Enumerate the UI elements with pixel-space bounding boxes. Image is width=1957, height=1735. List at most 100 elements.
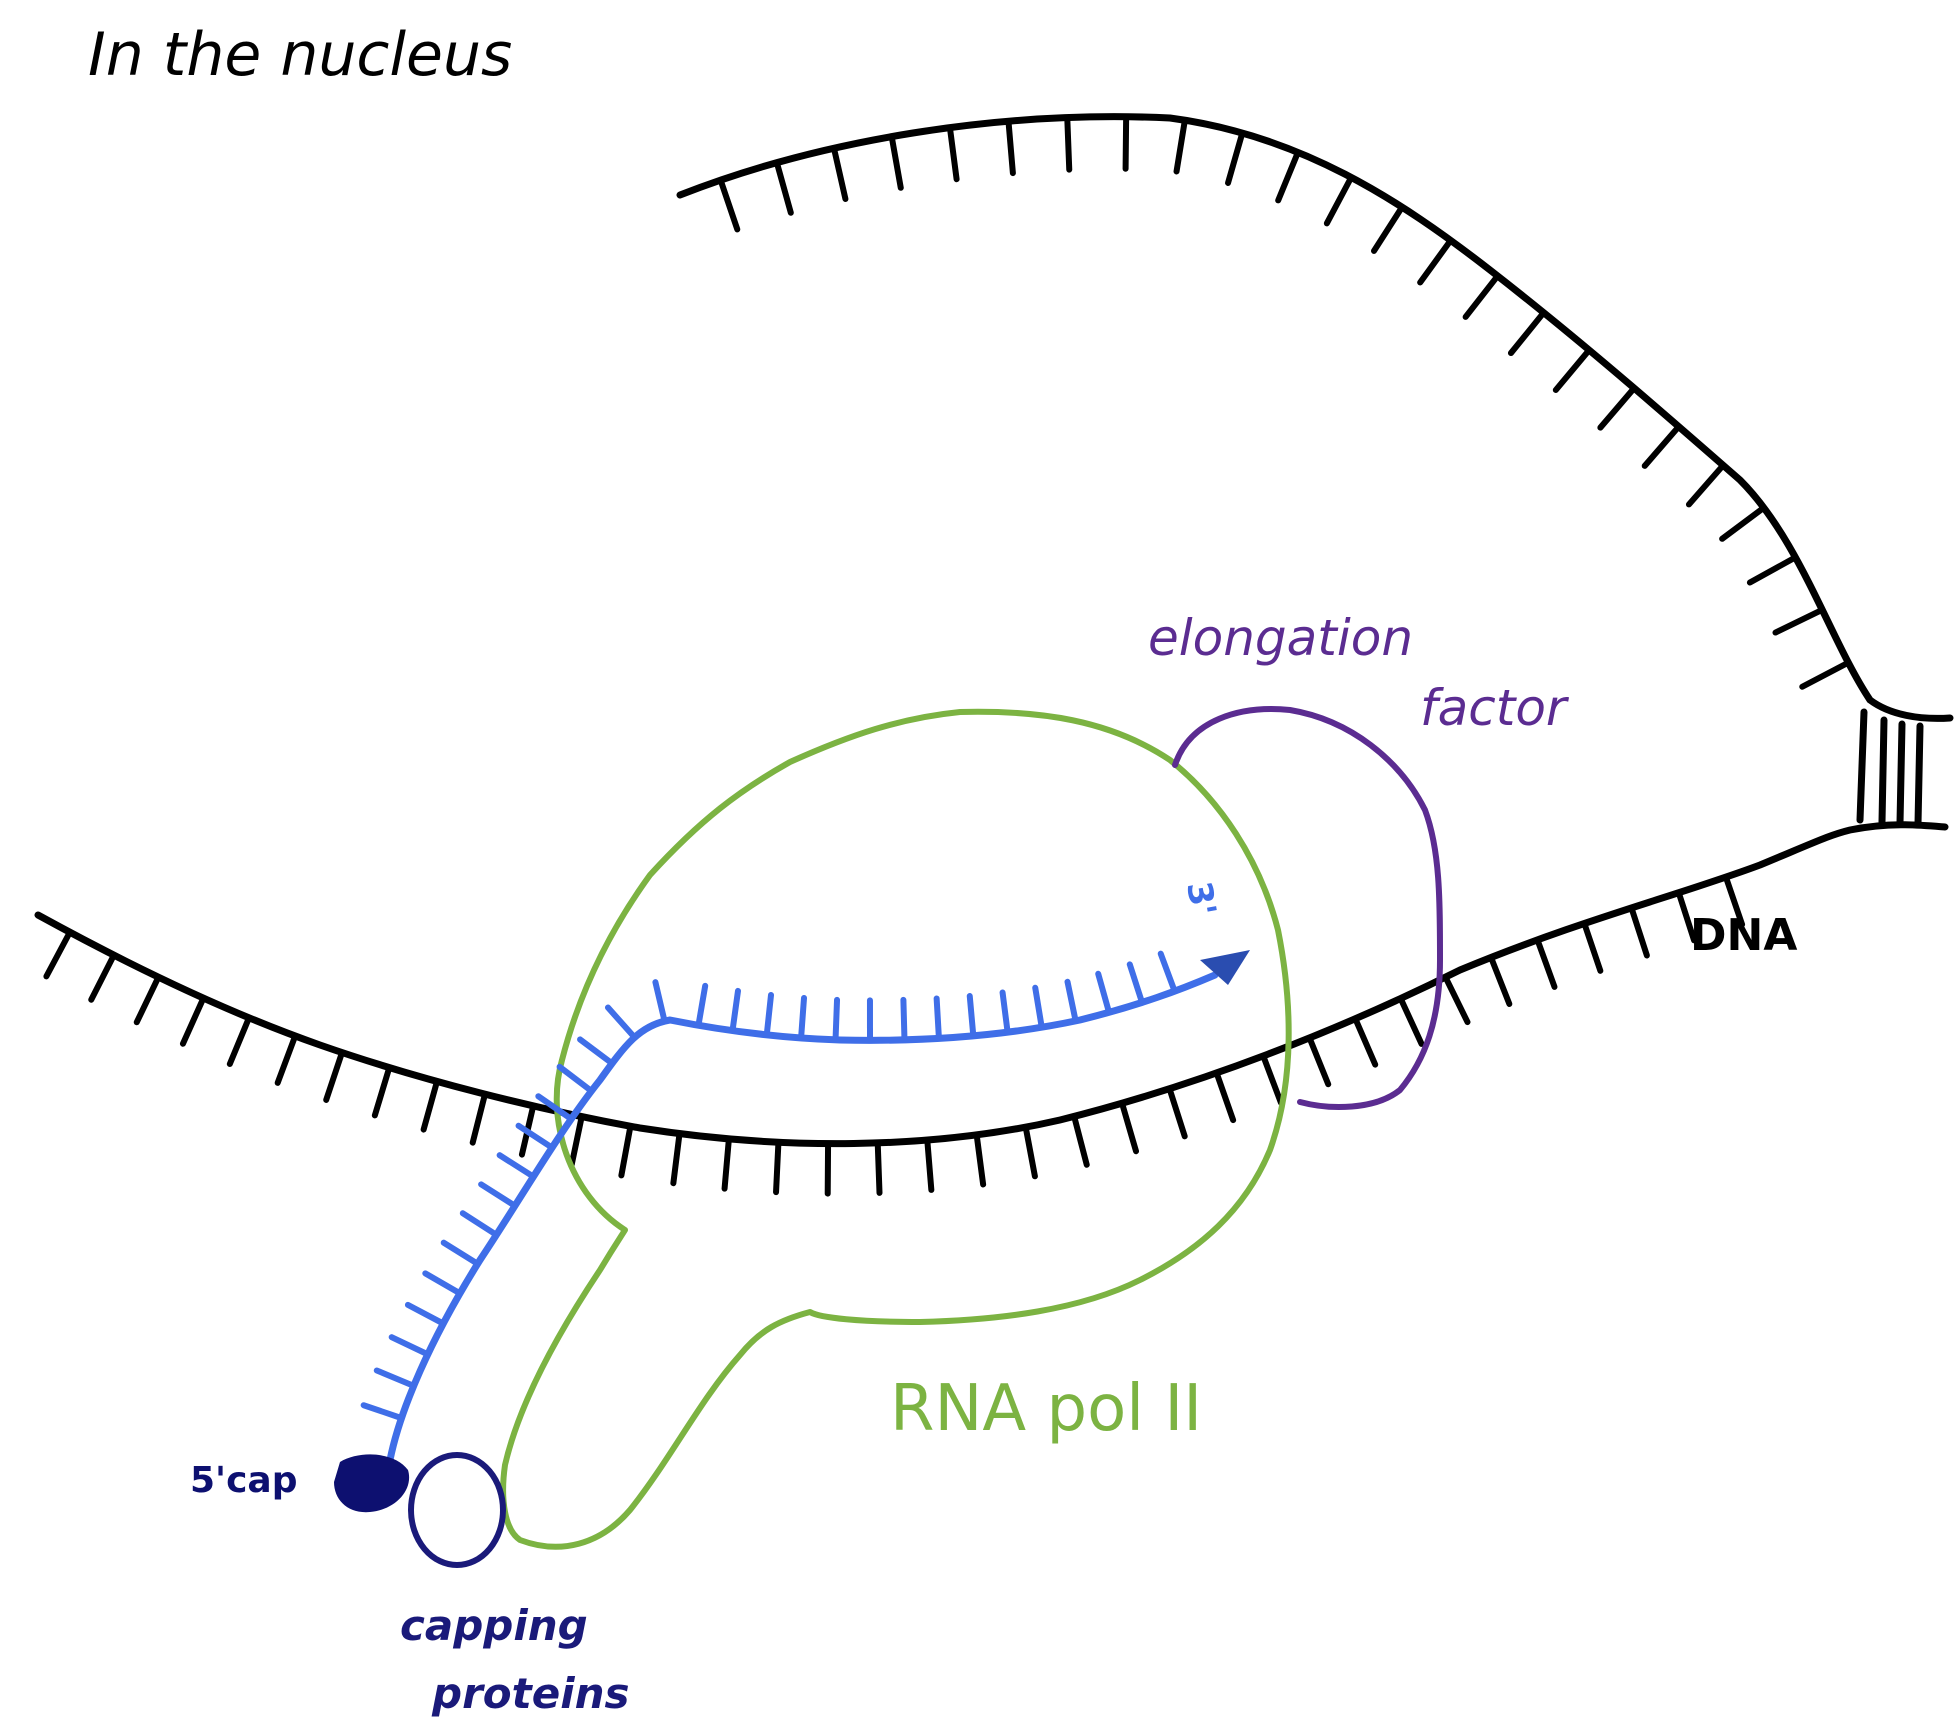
dna-base-tick bbox=[1597, 385, 1638, 431]
rna-base-tick bbox=[604, 1004, 638, 1041]
dna-lower-ticks bbox=[43, 874, 1746, 1197]
rna-base-tick bbox=[763, 992, 775, 1038]
rna-polymerase-ii bbox=[500, 708, 1292, 1550]
dna-base-tick bbox=[43, 929, 73, 980]
rna-base-ticks bbox=[360, 950, 1178, 1422]
dna-base-tick bbox=[469, 1091, 488, 1146]
dna-base-tick bbox=[1675, 889, 1698, 944]
dna-base-tick bbox=[1352, 1015, 1379, 1068]
dna-base-tick bbox=[179, 995, 207, 1047]
rna-base-tick bbox=[966, 993, 977, 1039]
dna-base-tick bbox=[1772, 606, 1826, 636]
rna-base-tick bbox=[832, 996, 841, 1043]
dna-base-tick bbox=[1122, 113, 1130, 172]
dna-upper-ticks bbox=[717, 113, 1852, 690]
rna-base-tick bbox=[478, 1181, 518, 1209]
dna-base-tick bbox=[1173, 117, 1188, 175]
rna-base-tick bbox=[1032, 984, 1045, 1031]
dna-base-tick bbox=[1581, 920, 1604, 974]
dna-base-tick bbox=[1005, 118, 1016, 177]
rna-base-tick bbox=[695, 982, 709, 1029]
dna-base-tick bbox=[1371, 204, 1406, 254]
dna-base-tick bbox=[1166, 1085, 1188, 1140]
dna-base-tick bbox=[773, 159, 794, 216]
dna-base-tick bbox=[717, 177, 741, 233]
rna-base-tick bbox=[999, 989, 1011, 1036]
dna-base-tick bbox=[924, 1137, 935, 1193]
label-elongation-factor-line1: elongation bbox=[1148, 609, 1413, 667]
rna-base-tick bbox=[1064, 978, 1079, 1024]
dna-base-tick bbox=[133, 974, 162, 1026]
capping-proteins bbox=[408, 1452, 506, 1568]
dna-base-tick bbox=[1071, 1113, 1090, 1168]
elongation-factor-outline bbox=[1172, 706, 1443, 1110]
rna-base-tick bbox=[652, 979, 668, 1025]
dna-base-tick bbox=[1552, 347, 1593, 393]
dna-base-tick bbox=[888, 133, 904, 191]
dna-base-tick bbox=[1719, 504, 1767, 542]
dna-base-tick bbox=[1641, 423, 1682, 469]
label-capping-proteins-line2: proteins bbox=[431, 1669, 630, 1718]
five-prime-cap bbox=[334, 1454, 410, 1513]
dna-base-tick bbox=[226, 1014, 252, 1067]
rna-base-tick bbox=[496, 1152, 537, 1180]
rna-base-tick bbox=[422, 1270, 463, 1297]
rna-base-tick bbox=[900, 996, 908, 1043]
label-5-prime-cap: 5'cap bbox=[190, 1460, 297, 1501]
rna-base-tick bbox=[933, 995, 942, 1042]
label-dna: DNA bbox=[1690, 910, 1797, 961]
dna-base-tick bbox=[1628, 904, 1650, 959]
dna-base-tick bbox=[946, 124, 960, 183]
dna-base-tick bbox=[830, 145, 849, 202]
rna-base-tick bbox=[360, 1402, 405, 1422]
rna-base-tick bbox=[515, 1122, 556, 1151]
dna-base-tick bbox=[1119, 1100, 1140, 1155]
rna-base-tick bbox=[729, 987, 741, 1034]
dna-base-tick bbox=[973, 1131, 987, 1188]
rna-base-tick bbox=[577, 1036, 616, 1067]
rna-transcript bbox=[360, 950, 1250, 1464]
dna-base-tick bbox=[323, 1049, 346, 1103]
rna-base-tick bbox=[373, 1367, 417, 1389]
rna-3-prime-arrowhead bbox=[1200, 950, 1250, 985]
dna-base-tick bbox=[1022, 1124, 1038, 1180]
dna-base-tick bbox=[1534, 936, 1558, 990]
rna-base-tick bbox=[459, 1210, 500, 1238]
dna-base-tick bbox=[1462, 272, 1501, 320]
rna-base-tick bbox=[556, 1063, 595, 1095]
dna-base-tick bbox=[371, 1064, 393, 1119]
rna-base-tick bbox=[535, 1093, 575, 1122]
dna-base-tick bbox=[1417, 237, 1454, 286]
dna-base-tick bbox=[1213, 1069, 1237, 1124]
label-rna-pol-ii: RNA pol II bbox=[890, 1372, 1202, 1446]
dna-base-tick bbox=[721, 1135, 732, 1192]
rna-base-tick bbox=[1126, 961, 1146, 1006]
label-3-prime-end: 3' bbox=[1178, 879, 1223, 920]
rna-base-tick bbox=[798, 995, 808, 1041]
capping-proteins-circle bbox=[408, 1452, 506, 1568]
dna-base-tick bbox=[1685, 462, 1727, 508]
dna-coding-strand bbox=[34, 821, 1949, 1197]
dna-base-tick bbox=[88, 952, 117, 1003]
label-elongation-factor-line2: factor bbox=[1420, 679, 1570, 737]
rna-base-tick bbox=[388, 1334, 431, 1358]
dna-duplex-end bbox=[1856, 708, 1924, 828]
cap-blob bbox=[334, 1454, 410, 1513]
dna-base-tick bbox=[1799, 659, 1852, 690]
dna-base-tick bbox=[874, 1139, 883, 1196]
dna-base-tick bbox=[773, 1139, 782, 1196]
dna-base-tick bbox=[1488, 954, 1513, 1007]
dna-base-tick bbox=[1722, 874, 1746, 928]
elongation-factor bbox=[1172, 706, 1443, 1110]
dna-base-tick bbox=[670, 1130, 683, 1187]
dna-base-tick bbox=[1507, 309, 1547, 357]
dna-base-tick bbox=[1064, 114, 1073, 173]
dna-base-tick bbox=[1323, 174, 1355, 227]
rna-base-tick bbox=[1095, 970, 1113, 1016]
rna-base-tick bbox=[440, 1239, 481, 1267]
rna-base-tick bbox=[404, 1301, 447, 1327]
dna-base-tick bbox=[618, 1123, 634, 1179]
dna-base-tick bbox=[1275, 149, 1301, 204]
dna-base-tick bbox=[1442, 974, 1471, 1026]
